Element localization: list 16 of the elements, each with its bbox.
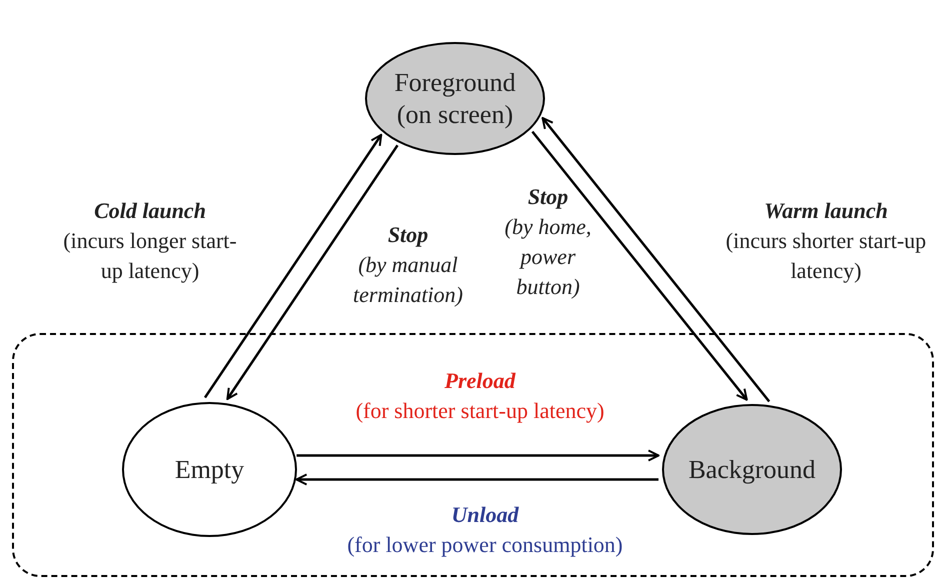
edge-label: Warm launch (incurs shorter start-up latency) bbox=[724, 197, 928, 285]
edge-label: Stop (by manual termination) bbox=[352, 221, 464, 309]
edge-label: Preload (for shorter start-up latency) bbox=[354, 367, 606, 425]
edge-label: Cold launch (incurs longer start-up latency) bbox=[62, 197, 238, 285]
transition-arrow bbox=[531, 130, 748, 401]
state-label: Background bbox=[688, 454, 816, 486]
transition-arrow bbox=[542, 117, 770, 402]
state-label: Empty bbox=[174, 454, 244, 486]
transition-arrow bbox=[296, 450, 660, 462]
dashed-group-box bbox=[12, 333, 934, 577]
transition-arrow bbox=[226, 144, 399, 400]
transition-arrow bbox=[204, 134, 382, 398]
edge-label: Stop (by home, power button) bbox=[504, 183, 592, 301]
transition-arrow bbox=[296, 474, 658, 486]
edge-label: Unload (for lower power consumption) bbox=[346, 501, 624, 559]
state-label: Foreground (on screen) bbox=[393, 66, 517, 130]
